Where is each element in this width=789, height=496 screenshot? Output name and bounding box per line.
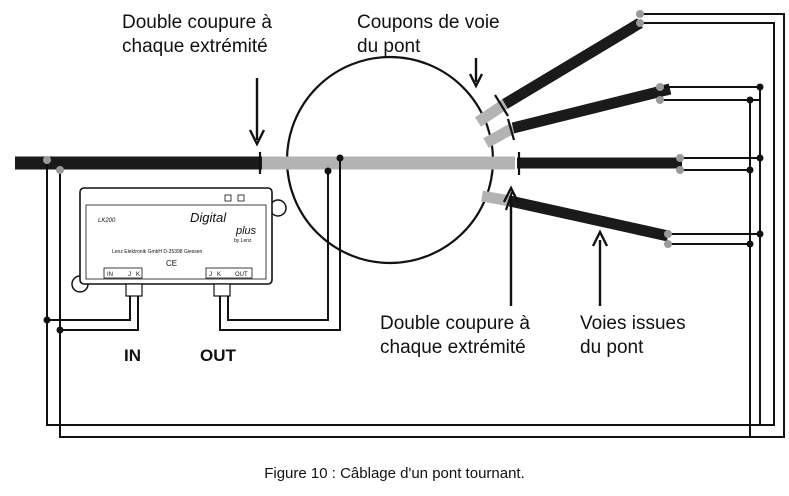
label-bridge-coupons: Coupons de voie du pont <box>357 11 500 59</box>
rail-contacts <box>43 10 684 248</box>
device-brand-plus: plus <box>235 225 257 237</box>
device-model: LK200 <box>98 218 116 224</box>
label-outgoing-tracks: Voies issues du pont <box>580 312 686 360</box>
label-double-gap-top: Double coupure à chaque extrémité <box>122 11 272 59</box>
label-in-terminal: IN <box>124 346 141 365</box>
device-port-in-k: K <box>136 272 140 278</box>
label-double-gap-bottom-line1: Double coupure à <box>380 313 530 334</box>
label-out-terminal: OUT <box>200 346 236 365</box>
device-port-in-j: J <box>128 272 131 278</box>
figure-caption: Figure 10 : Câblage d'un pont tournant. <box>264 465 525 482</box>
device-port-out-k: K <box>217 272 221 278</box>
device-manufacturer: Lenz Elektronik GmbH D-35398 Giessen <box>112 249 203 255</box>
label-double-gap-bottom: Double coupure à chaque extrémité <box>380 312 530 360</box>
outgoing-tracks <box>502 18 682 242</box>
label-double-gap-top-line1: Double coupure à <box>122 12 272 33</box>
label-double-gap-top-line2: chaque extrémité <box>122 36 268 57</box>
gap-markers <box>258 94 521 211</box>
device-port-out-j: J <box>209 272 212 278</box>
device-brand-by: by Lenz <box>234 238 252 244</box>
label-bridge-coupons-line2: du pont <box>357 36 421 57</box>
label-outgoing-tracks-line2: du pont <box>580 337 644 358</box>
device-brand: Digital <box>190 210 227 225</box>
device-port-in: IN <box>107 272 113 278</box>
label-outgoing-tracks-line1: Voies issues <box>580 313 686 334</box>
device-ce-mark: CE <box>166 259 177 268</box>
label-double-gap-bottom-line2: chaque extrémité <box>380 337 526 358</box>
wiring <box>46 13 785 438</box>
label-bridge-coupons-line1: Coupons de voie <box>357 12 500 33</box>
out-terminal-block <box>213 283 231 297</box>
device-port-out: OUT <box>235 272 248 278</box>
pointer-arrows <box>248 58 609 306</box>
lk200-module: LK200 Digital plus by Lenz Lenz Elektron… <box>71 187 287 297</box>
in-terminal-block <box>125 283 143 297</box>
junction-dots <box>43 83 764 334</box>
bridge-coupons <box>474 99 516 207</box>
